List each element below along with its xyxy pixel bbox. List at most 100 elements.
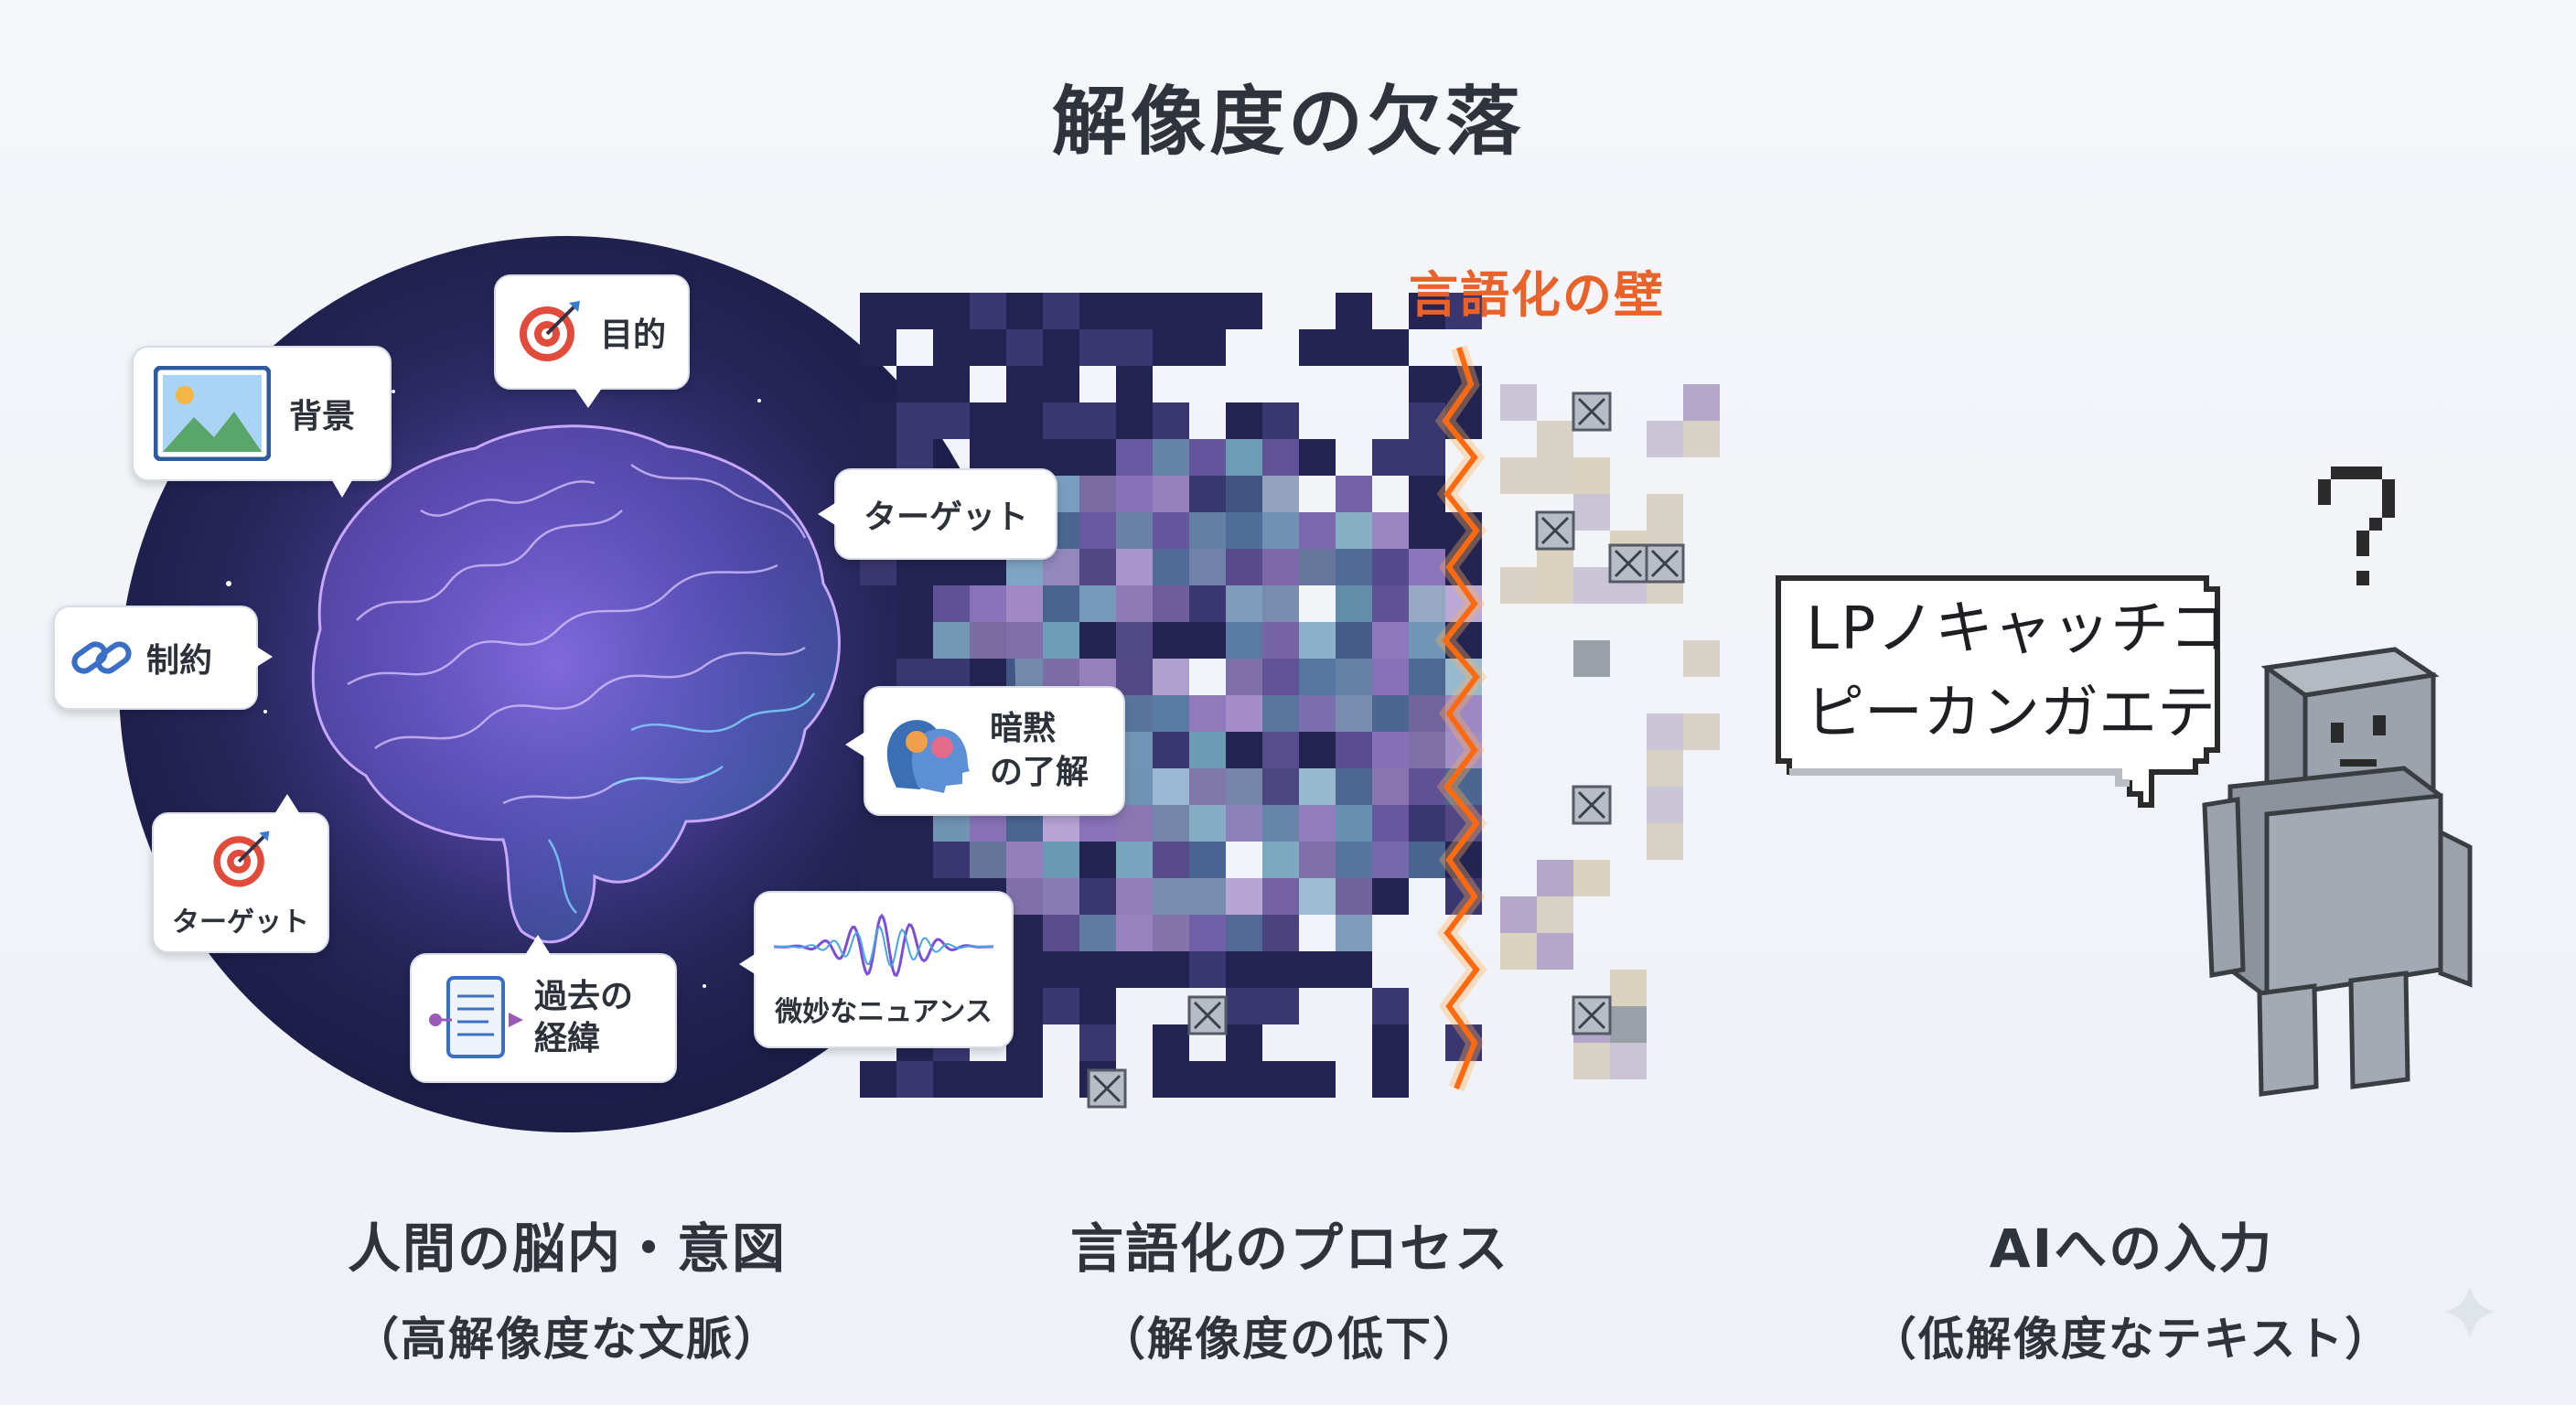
- color-pixel: [1336, 512, 1372, 549]
- dark-pixel: [1262, 659, 1299, 695]
- dark-pixel: [1262, 878, 1299, 915]
- dark-pixel: [1153, 439, 1189, 476]
- dark-pixel: [1079, 402, 1116, 439]
- color-pixel: [1043, 915, 1079, 951]
- dark-pixel: [1262, 1061, 1299, 1098]
- color-pixel: [1153, 695, 1189, 732]
- dark-pixel: [1262, 951, 1299, 988]
- dark-pixel: [1372, 549, 1409, 585]
- dark-pixel: [1189, 439, 1226, 476]
- dark-pixel: [1445, 512, 1482, 549]
- dark-pixel: [1226, 1061, 1262, 1098]
- scatter-pixel: [1647, 713, 1683, 750]
- nuance-bubble: 微妙なニュアンス: [754, 891, 1014, 1048]
- caption-ai-input: AIへの入力 （低解像度なテキスト）: [1766, 1206, 2497, 1368]
- dark-pixel: [1262, 512, 1299, 549]
- caption-process-main: 言語化のプロセス: [1069, 1217, 1509, 1280]
- dark-pixel: [1445, 366, 1482, 402]
- color-pixel: [1153, 439, 1189, 476]
- color-pixel: [1262, 585, 1299, 622]
- dark-pixel: [1153, 622, 1189, 659]
- dark-pixel: [1226, 402, 1262, 439]
- dark-pixel: [1372, 329, 1409, 366]
- dark-pixel: [1336, 293, 1372, 329]
- dark-pixel: [1262, 622, 1299, 659]
- robot-speech-line1: LPノキャッチコ: [1806, 595, 2228, 663]
- dark-pixel: [1043, 329, 1079, 366]
- dark-pixel: [1079, 549, 1116, 585]
- dark-pixel: [1226, 439, 1262, 476]
- dark-pixel: [1043, 293, 1079, 329]
- dark-pixel: [1116, 329, 1153, 366]
- color-pixel: [1189, 915, 1226, 951]
- dark-pixel: [1043, 585, 1079, 622]
- pixel-speech-frame: [1776, 575, 2220, 808]
- page-title: 解像度の欠落: [1051, 79, 1524, 166]
- color-pixel: [1336, 878, 1372, 915]
- dark-pixel: [1079, 329, 1116, 366]
- color-pixel: [1116, 805, 1153, 842]
- caption-ai-main: AIへの入力: [1989, 1217, 2274, 1280]
- dark-pixel: [1336, 622, 1372, 659]
- landscape-image-icon: [154, 366, 271, 461]
- color-pixel: [1043, 585, 1079, 622]
- color-pixel: [1226, 768, 1262, 805]
- crossed-pixel: [1535, 510, 1575, 551]
- color-pixel: [1336, 549, 1372, 585]
- dark-pixel: [1116, 951, 1153, 988]
- scatter-pixel: [1573, 494, 1610, 531]
- dark-pixel: [1262, 805, 1299, 842]
- color-pixel: [1409, 695, 1445, 732]
- dark-pixel: [1409, 732, 1445, 768]
- dark-pixel: [1372, 768, 1409, 805]
- question-mark-icon: [2318, 467, 2395, 585]
- dark-pixel: [1189, 732, 1226, 768]
- dark-pixel: [1079, 439, 1116, 476]
- dark-pixel: [1372, 585, 1409, 622]
- color-pixel: [1226, 915, 1262, 951]
- color-pixel: [1409, 622, 1445, 659]
- lightning-wall: [1434, 345, 1487, 1092]
- dark-pixel: [1153, 878, 1189, 915]
- dark-pixel: [1043, 402, 1079, 439]
- purpose-label: 目的: [600, 316, 667, 354]
- dark-pixel: [1116, 659, 1153, 695]
- color-pixel: [1299, 695, 1336, 732]
- dark-pixel: [1299, 951, 1336, 988]
- color-pixel: [1153, 805, 1189, 842]
- scatter-pixel: [1500, 896, 1537, 933]
- dark-pixel: [1262, 915, 1299, 951]
- crossed-pixel: [1187, 995, 1228, 1035]
- scatter-pixel: [1647, 750, 1683, 787]
- color-pixel: [1189, 695, 1226, 732]
- tacit-label-line1: 暗黙: [990, 710, 1057, 747]
- target-icon: [213, 831, 270, 887]
- dark-pixel: [1409, 842, 1445, 878]
- dark-pixel: [1445, 549, 1482, 585]
- dark-pixel: [1409, 476, 1445, 512]
- dark-pixel: [1336, 585, 1372, 622]
- dark-pixel: [1445, 695, 1482, 732]
- dark-pixel: [1299, 1061, 1336, 1098]
- scatter-pixel: [1647, 823, 1683, 860]
- dark-pixel: [1153, 585, 1189, 622]
- color-pixel: [1262, 622, 1299, 659]
- constraint-label: 制約: [146, 642, 213, 680]
- dark-pixel: [1153, 512, 1189, 549]
- dark-pixel: [1299, 512, 1336, 549]
- color-pixel: [1372, 732, 1409, 768]
- color-pixel: [1116, 512, 1153, 549]
- dark-pixel: [1336, 732, 1372, 768]
- color-pixel: [1262, 549, 1299, 585]
- color-pixel: [1226, 439, 1262, 476]
- color-pixel: [1116, 878, 1153, 915]
- dark-pixel: [1299, 659, 1336, 695]
- dark-pixel: [1116, 476, 1153, 512]
- dark-pixel: [1409, 768, 1445, 805]
- dark-pixel: [1079, 1024, 1116, 1061]
- color-pixel: [1079, 915, 1116, 951]
- color-pixel: [1262, 805, 1299, 842]
- dark-pixel: [1336, 659, 1372, 695]
- color-pixel: [1372, 805, 1409, 842]
- dark-pixel: [1262, 732, 1299, 768]
